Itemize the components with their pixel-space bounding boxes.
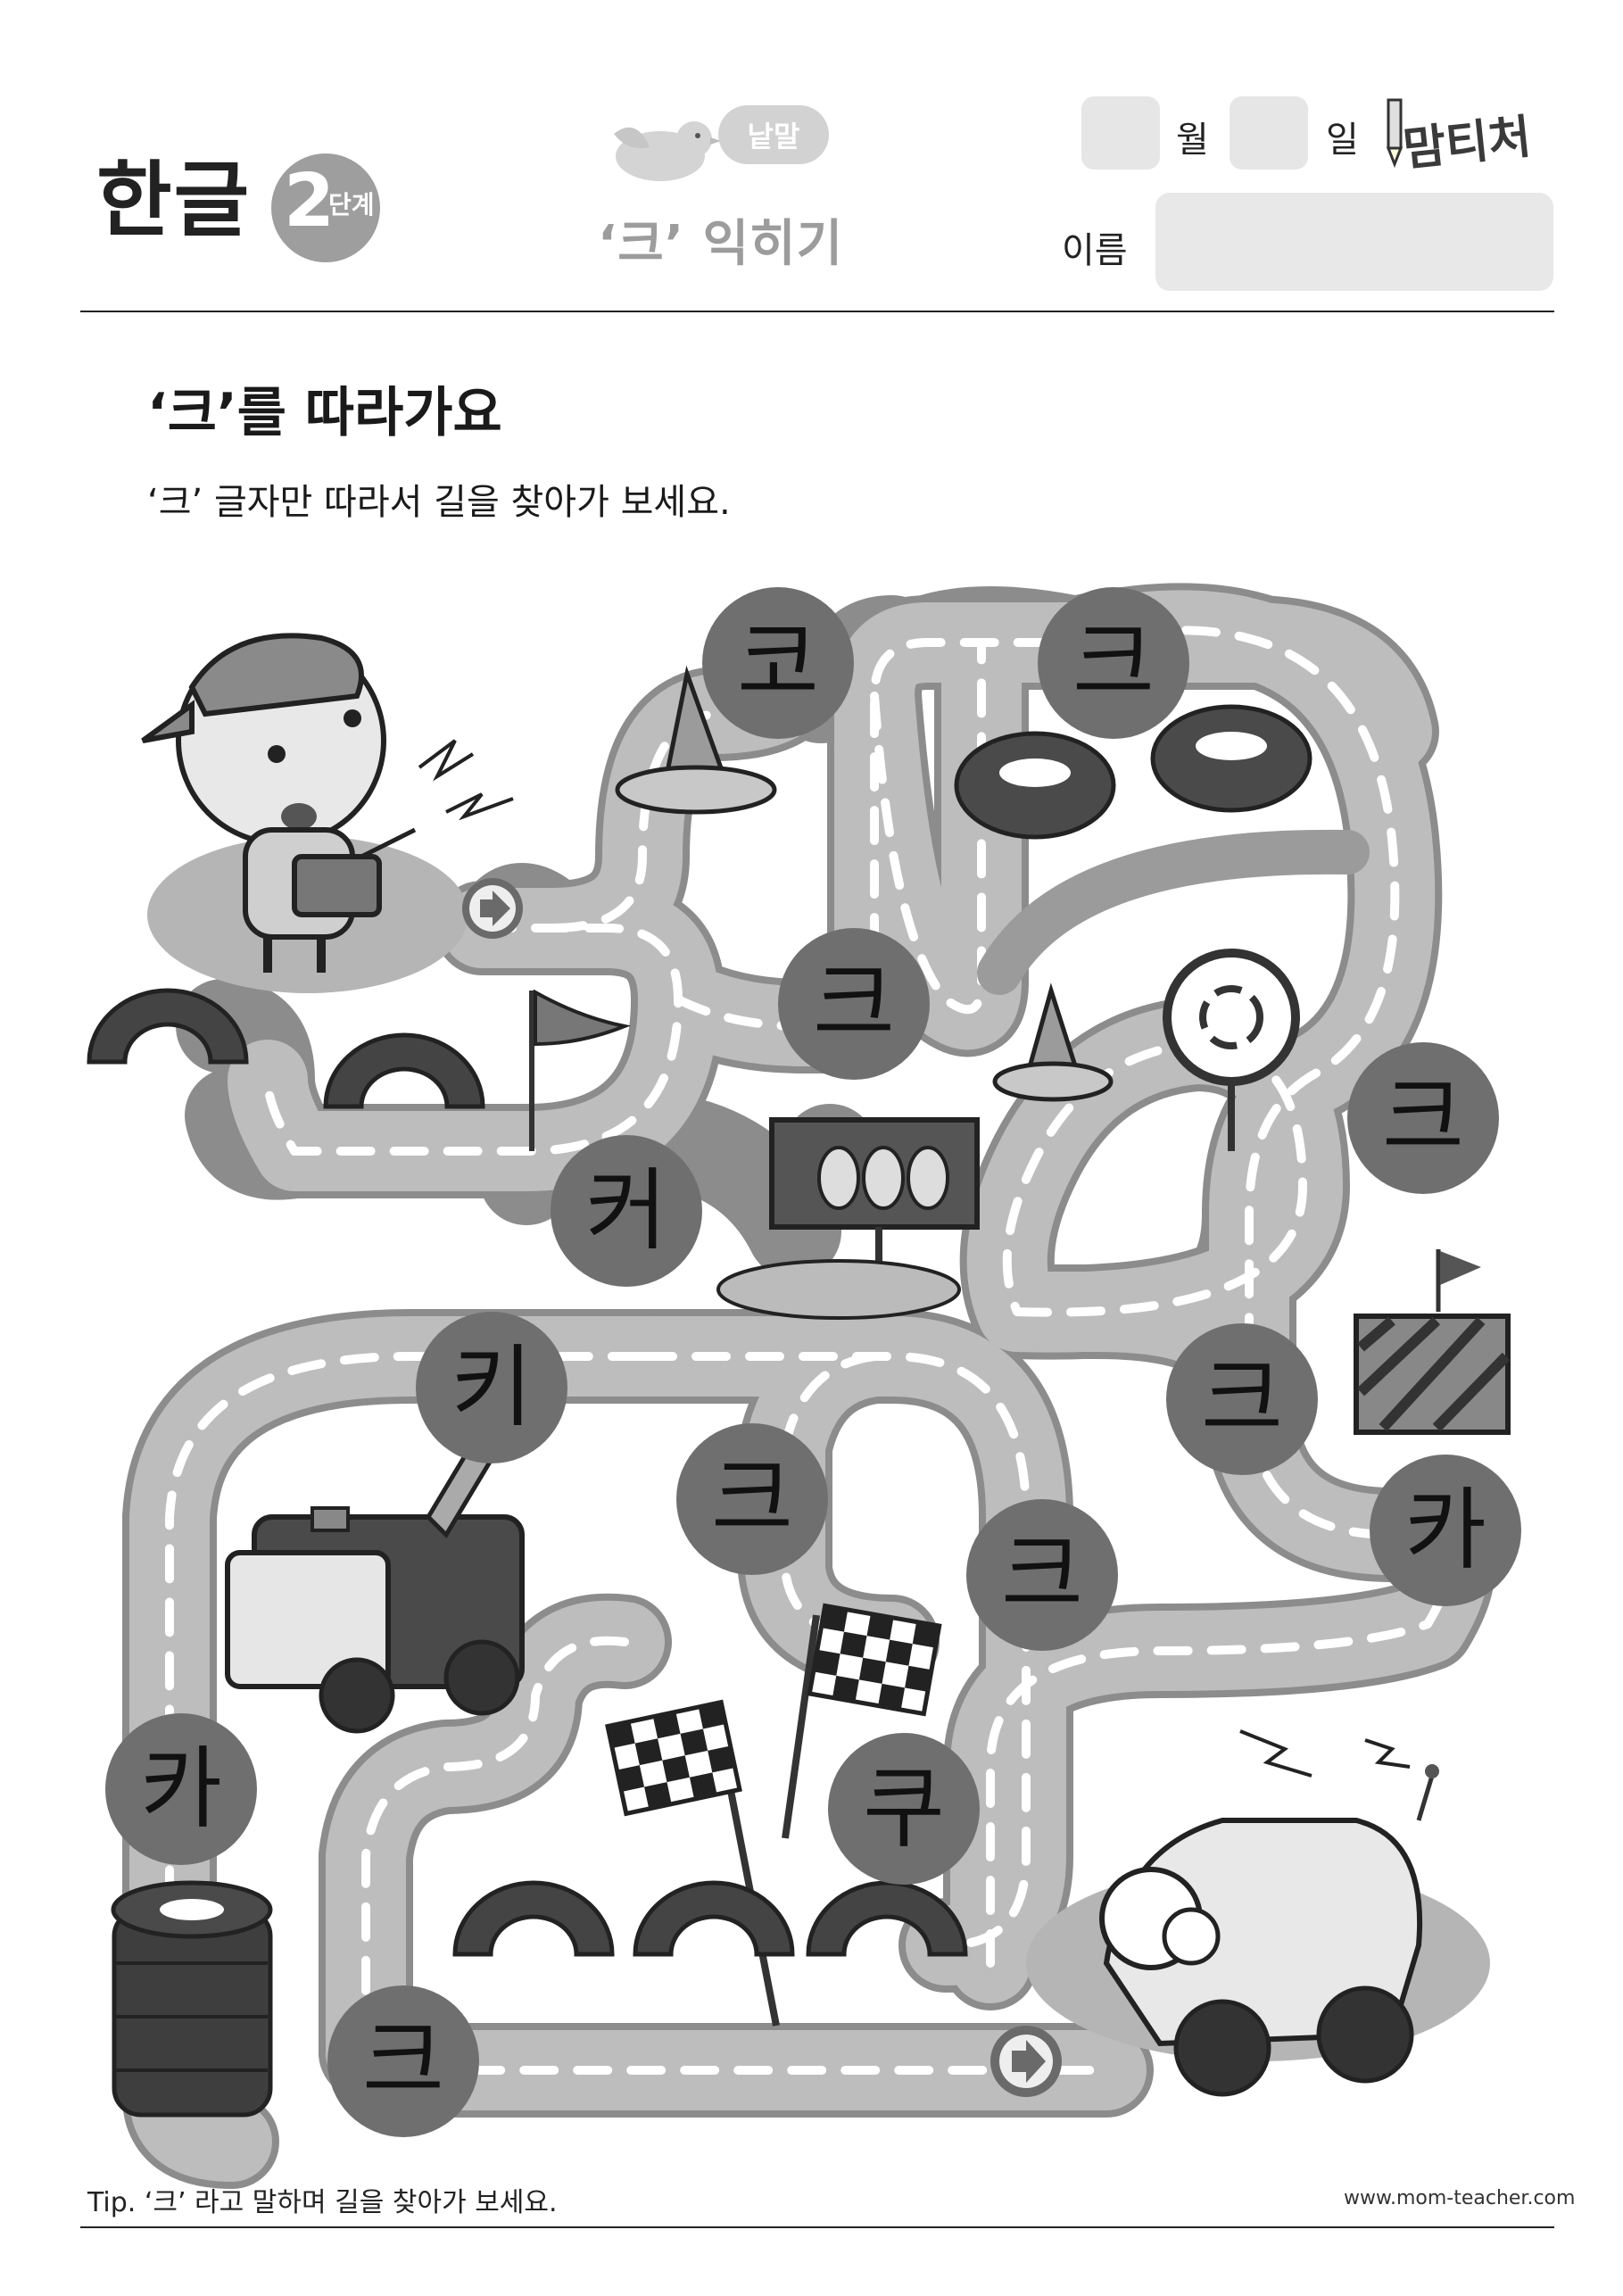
word-type-label: 낱말 bbox=[747, 120, 800, 153]
tire-stack-illustration bbox=[111, 1880, 273, 2118]
maze-letter-node[interactable] bbox=[1038, 587, 1189, 739]
word-type-pill bbox=[718, 105, 829, 164]
maze-letter-node[interactable] bbox=[702, 587, 854, 739]
traffic-cone-illustration bbox=[992, 982, 1114, 1102]
maze-letter: 크 bbox=[813, 951, 895, 1056]
pencil-icon bbox=[1386, 98, 1404, 168]
maze-letter: 크 bbox=[1001, 1522, 1083, 1627]
half-tire-illustration bbox=[87, 988, 485, 1109]
tip-text: Tip. ‘크’ 라고 말하며 길을 찾아가 보세요. bbox=[87, 2187, 558, 2218]
traffic-light-illustration bbox=[716, 1117, 980, 1320]
maze-letter: 크 bbox=[1072, 610, 1155, 715]
maze-letter-node[interactable] bbox=[105, 1713, 257, 1865]
traffic-cone-illustration bbox=[615, 665, 777, 815]
maze-letter: 키 bbox=[451, 1335, 533, 1439]
goal-arrow-icon bbox=[990, 2026, 1062, 2097]
brand-title: 한글 bbox=[96, 153, 252, 248]
bird-icon bbox=[614, 121, 721, 181]
striped-box-illustration bbox=[1354, 1249, 1511, 1435]
stage-word: 단계 bbox=[328, 190, 375, 220]
name-input[interactable] bbox=[1155, 193, 1553, 291]
maze-letter-node[interactable] bbox=[778, 928, 930, 1080]
stage-number: 2 bbox=[284, 159, 335, 244]
maze-letter: 커 bbox=[585, 1158, 667, 1263]
maze-letter-node[interactable] bbox=[1370, 1455, 1521, 1606]
tow-truck-illustration bbox=[225, 1423, 525, 1734]
boy-illustration bbox=[141, 633, 514, 973]
maze-letter: 크 bbox=[1201, 1347, 1283, 1451]
activity-instruction: ‘크’ 글자만 따라서 길을 찾아가 보세요. bbox=[147, 482, 731, 523]
maze-letter-node[interactable] bbox=[1347, 1042, 1499, 1194]
month-label: 월 bbox=[1176, 120, 1209, 161]
maze-letter-node[interactable] bbox=[1166, 1323, 1318, 1475]
day-input[interactable] bbox=[1230, 96, 1308, 170]
month-input[interactable] bbox=[1081, 96, 1160, 170]
flag-icon bbox=[529, 989, 631, 1151]
maze-letter: 카 bbox=[140, 1737, 222, 1841]
day-label: 일 bbox=[1326, 120, 1359, 161]
maze-letter: 크 bbox=[362, 2009, 444, 2113]
maze-letter-node[interactable] bbox=[828, 1733, 980, 1885]
maze-letter-node[interactable] bbox=[551, 1135, 702, 1287]
maze-letter: 크 bbox=[1382, 1065, 1464, 1170]
stage-badge bbox=[271, 153, 380, 262]
maze-letter-node[interactable] bbox=[676, 1423, 828, 1575]
maze-letter: 코 bbox=[737, 610, 819, 715]
pipe-illustration bbox=[977, 829, 1370, 995]
website-link[interactable]: www.mom-teacher.com bbox=[1344, 2187, 1576, 2209]
maze-letter: 카 bbox=[1404, 1478, 1486, 1582]
tire-stack-illustration bbox=[954, 704, 1312, 840]
maze-letter: 크 bbox=[711, 1446, 793, 1551]
activity-heading: ‘크’를 따라가요 bbox=[147, 382, 502, 444]
lesson-title: ‘크’ 익히기 bbox=[598, 215, 844, 273]
checkered-flag-icon bbox=[782, 1603, 942, 1839]
start-arrow-icon bbox=[462, 878, 523, 939]
maze-letter-node[interactable] bbox=[327, 1985, 479, 2137]
roundabout-sign-icon bbox=[1163, 949, 1300, 1151]
footer-divider bbox=[80, 2226, 1554, 2228]
header-divider bbox=[80, 311, 1554, 312]
maze-letter: 쿠 bbox=[863, 1756, 945, 1861]
checkered-flag-icon bbox=[605, 1699, 780, 2027]
toy-car-illustration bbox=[1099, 1729, 1439, 2097]
name-label: 이름 bbox=[1062, 230, 1128, 271]
half-tire-illustration bbox=[452, 1880, 968, 1957]
maze-letter-node[interactable] bbox=[416, 1312, 567, 1463]
maze-letter-node[interactable] bbox=[966, 1499, 1118, 1651]
